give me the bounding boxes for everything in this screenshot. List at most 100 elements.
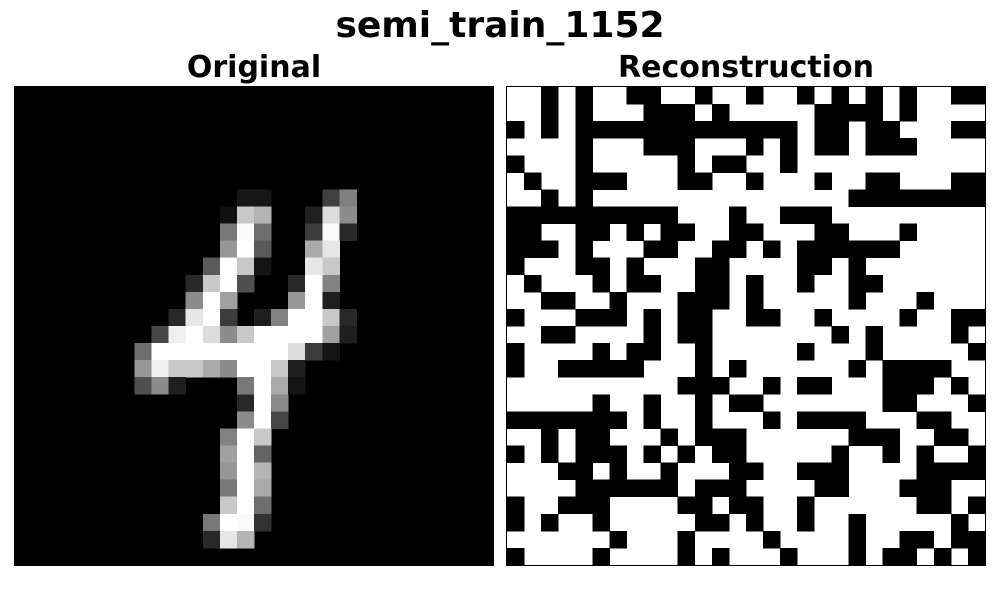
heatmap-cell — [254, 189, 272, 207]
heatmap-cell — [797, 274, 815, 293]
heatmap-cell — [575, 445, 593, 463]
heatmap-cell — [677, 547, 696, 565]
heatmap-cell — [219, 496, 238, 515]
heatmap-cell — [916, 411, 935, 429]
heatmap-cell — [660, 121, 679, 139]
heatmap-cell — [592, 121, 610, 139]
heatmap-cell — [507, 121, 525, 139]
heatmap-cell — [797, 240, 815, 259]
heatmap-cell — [507, 445, 525, 463]
heatmap-cell — [592, 394, 610, 412]
heatmap-cell — [524, 172, 542, 190]
heatmap-cell — [168, 377, 187, 395]
heatmap-cell — [592, 308, 610, 327]
heatmap-cell — [933, 189, 952, 207]
heatmap-cell — [592, 547, 610, 565]
heatmap-cell — [865, 138, 883, 156]
heatmap-cell — [865, 343, 883, 361]
heatmap-cell — [694, 513, 713, 532]
heatmap-cell — [814, 479, 832, 498]
original-image-panel — [14, 86, 494, 566]
heatmap-cell — [185, 291, 204, 310]
heatmap-cell — [575, 172, 593, 190]
heatmap-cell — [236, 274, 255, 293]
heatmap-cell — [541, 445, 559, 463]
heatmap-cell — [711, 547, 730, 565]
heatmap-cell — [814, 138, 832, 156]
heatmap-cell — [236, 394, 255, 412]
heatmap-cell — [575, 428, 593, 446]
heatmap-cell — [899, 189, 918, 207]
heatmap-cell — [219, 479, 238, 498]
heatmap-cell — [134, 343, 152, 361]
heatmap-cell — [933, 411, 952, 429]
heatmap-cell — [882, 360, 901, 378]
heatmap-cell — [626, 257, 644, 276]
heatmap-cell — [780, 155, 798, 173]
heatmap-cell — [185, 274, 204, 293]
heatmap-cell — [728, 223, 747, 242]
heatmap-cell — [711, 274, 730, 293]
heatmap-cell — [643, 343, 662, 361]
heatmap-cell — [202, 291, 221, 310]
heatmap-cell — [202, 343, 221, 361]
heatmap-cell — [848, 411, 866, 429]
heatmap-cell — [882, 377, 901, 395]
heatmap-cell — [288, 291, 306, 310]
heatmap-cell — [575, 411, 593, 429]
heatmap-cell — [814, 104, 832, 122]
heatmap-cell — [236, 513, 255, 532]
heatmap-cell — [711, 121, 730, 139]
heatmap-cell — [236, 530, 255, 549]
heatmap-cell — [609, 360, 627, 378]
heatmap-cell — [558, 291, 576, 310]
heatmap-cell — [677, 496, 696, 515]
heatmap-cell — [814, 240, 832, 259]
heatmap-cell — [763, 308, 781, 327]
heatmap-cell — [339, 223, 357, 242]
heatmap-cell — [592, 496, 610, 515]
heatmap-cell — [541, 104, 559, 122]
heatmap-cell — [236, 462, 255, 481]
heatmap-cell — [271, 343, 289, 361]
heatmap-cell — [626, 343, 644, 361]
heatmap-cell — [848, 547, 866, 565]
heatmap-cell — [763, 377, 781, 395]
heatmap-cell — [643, 104, 662, 122]
heatmap-cell — [831, 138, 849, 156]
heatmap-cell — [797, 462, 815, 481]
heatmap-cell — [643, 445, 662, 463]
heatmap-cell — [609, 530, 627, 549]
heatmap-cell — [592, 428, 610, 446]
heatmap-cell — [134, 360, 152, 378]
heatmap-cell — [711, 428, 730, 446]
heatmap-cell — [339, 206, 357, 224]
heatmap-cell — [524, 206, 542, 224]
heatmap-cell — [541, 513, 559, 532]
heatmap-cell — [950, 87, 969, 105]
heatmap-cell — [711, 291, 730, 310]
heatmap-cell — [711, 479, 730, 498]
heatmap-cell — [558, 496, 576, 515]
heatmap-cell — [677, 104, 696, 122]
heatmap-cell — [746, 121, 764, 139]
heatmap-cell — [763, 121, 781, 139]
heatmap-cell — [694, 360, 713, 378]
heatmap-cell — [524, 411, 542, 429]
heatmap-cell — [305, 223, 323, 242]
heatmap-cell — [967, 189, 985, 207]
heatmap-cell — [322, 223, 340, 242]
heatmap-cell — [236, 411, 255, 429]
heatmap-cell — [236, 223, 255, 242]
heatmap-cell — [219, 257, 238, 276]
heatmap-cell — [254, 394, 272, 412]
heatmap-cell — [763, 240, 781, 259]
heatmap-cell — [916, 360, 935, 378]
heatmap-cell — [694, 87, 713, 105]
heatmap-cell — [780, 121, 798, 139]
heatmap-cell — [848, 360, 866, 378]
heatmap-cell — [507, 343, 525, 361]
heatmap-cell — [763, 411, 781, 429]
heatmap-cell — [967, 496, 985, 515]
heatmap-cell — [271, 377, 289, 395]
